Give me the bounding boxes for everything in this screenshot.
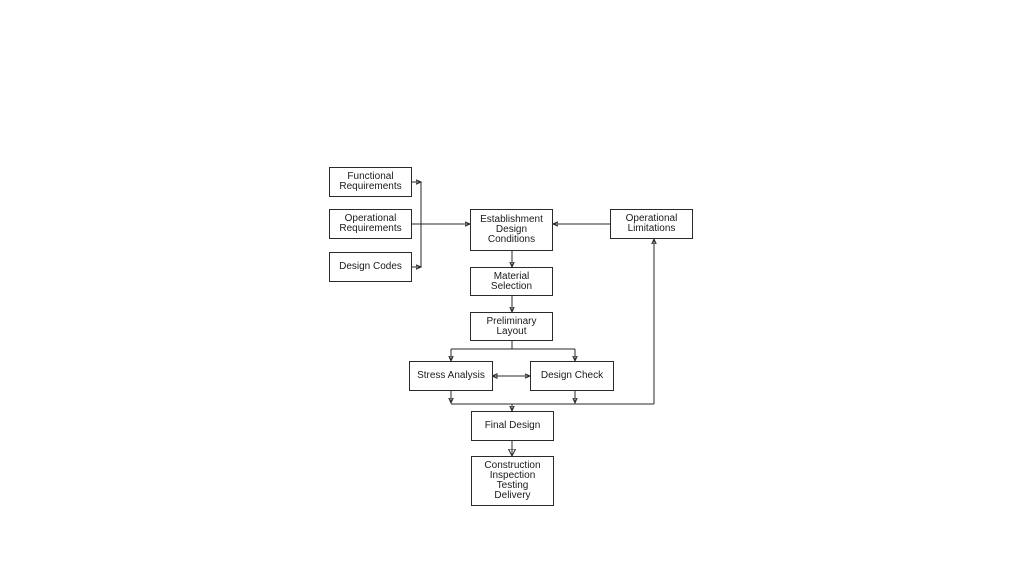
node-design-codes-label: Design Codes <box>339 261 402 272</box>
node-design-check-label: Design Check <box>540 370 604 381</box>
node-functional-requirements: Functional Requirements <box>329 167 412 197</box>
node-material-selection: Material Selection <box>470 267 553 296</box>
node-design-check: Design Check <box>530 361 614 391</box>
node-construction-inspection-testing-delivery: Construction Inspection Testing Delivery <box>471 456 554 506</box>
node-operational-requirements: Operational Requirements <box>329 209 412 239</box>
node-establishment-design-conditions: Establishment Design Conditions <box>470 209 553 251</box>
node-stress-analysis: Stress Analysis <box>409 361 493 391</box>
node-preliminary-layout-label: Preliminary Layout <box>486 315 537 337</box>
node-operational-requirements-label: Operational Requirements <box>339 213 402 234</box>
node-final-design: Final Design <box>471 411 554 441</box>
node-stress-analysis-label: Stress Analysis <box>417 370 485 381</box>
node-construction-label: Construction Inspection Testing Delivery <box>484 460 541 501</box>
node-functional-requirements-label: Functional Requirements <box>339 171 402 192</box>
node-final-design-label: Final Design <box>484 420 541 431</box>
node-operational-limitations-label: Operational Limitations <box>625 213 678 234</box>
node-operational-limitations: Operational Limitations <box>610 209 693 239</box>
node-establishment-label: Establishment Design Conditions <box>480 214 543 245</box>
node-preliminary-layout: Preliminary Layout <box>470 312 553 341</box>
node-design-codes: Design Codes <box>329 252 412 282</box>
node-material-selection-label: Material Selection <box>490 270 533 292</box>
